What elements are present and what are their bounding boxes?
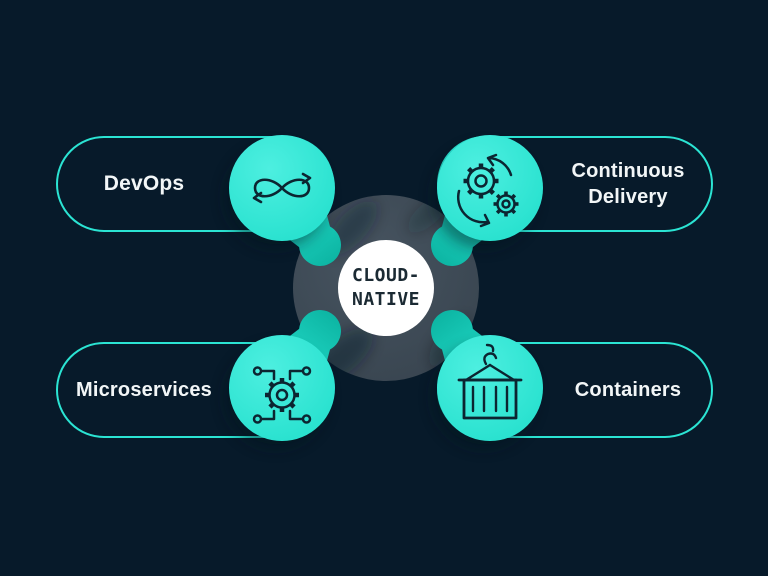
center-hub-line2: NATIVE bbox=[351, 289, 421, 310]
continuous-delivery-label-line1: Continuous bbox=[571, 160, 685, 182]
devops-label: DevOps bbox=[103, 172, 185, 195]
center-hub-line1: CLOUD- bbox=[351, 265, 421, 286]
containers-label: Containers bbox=[574, 379, 682, 401]
continuous-delivery-label-line2: Delivery bbox=[588, 186, 668, 208]
center-hub: CLOUD- NATIVE bbox=[338, 240, 434, 336]
microservices-label: Microservices bbox=[75, 379, 213, 401]
continuous-delivery-label: Continuous Delivery bbox=[543, 136, 713, 232]
